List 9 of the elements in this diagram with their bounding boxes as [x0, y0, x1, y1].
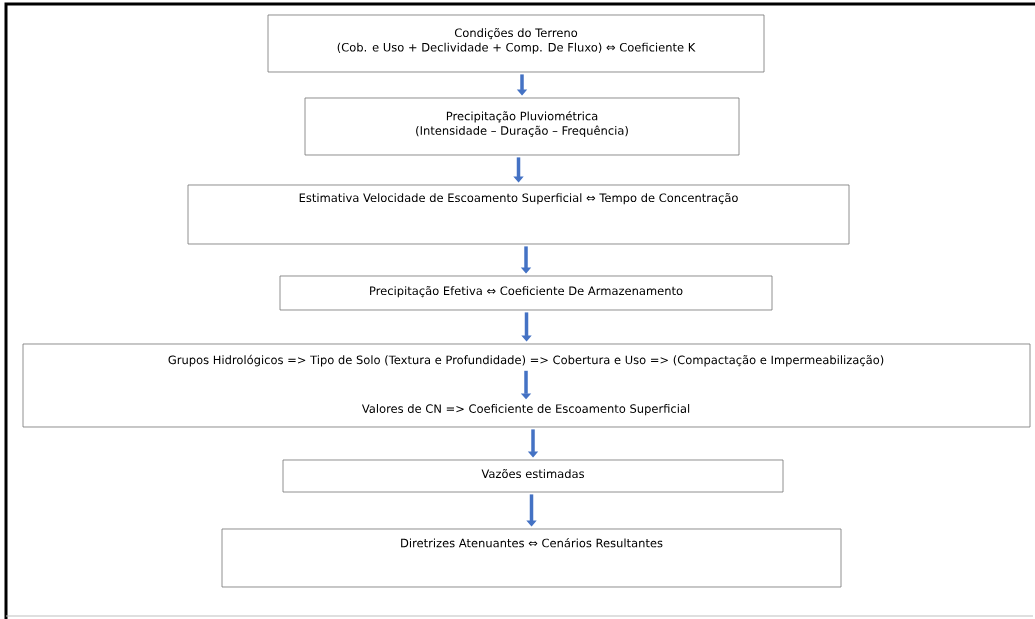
process-box: [22, 343, 1031, 428]
process-box: Vazões estimadas: [282, 459, 784, 493]
process-box: Estimativa Velocidade de Escoamento Superficial ⇔ Tempo de Concentração: [187, 184, 850, 245]
process-box: Diretrizes Atenuantes ⇔ Cenários Resultantes: [221, 528, 842, 588]
process-box: Precipitação Efetiva ⇔ Coeficiente De Armazenamento: [279, 275, 773, 311]
process-box: Condições do Terreno (Cob. e Uso + Declividade + Comp. De Fluxo) ⇔ Coeficiente K: [267, 14, 765, 73]
process-box: Precipitação Pluviométrica (Intensidade – Duração – Frequência): [304, 97, 740, 156]
step-text: Grupos Hidrológicos => Tipo de Solo (Textura e Profundidade) => Cobertura e Uso => (Compactação e Impermeabilização): [168, 354, 884, 367]
step-text: Valores de CN => Coeficiente de Escoamento Superficial: [361, 404, 690, 416]
